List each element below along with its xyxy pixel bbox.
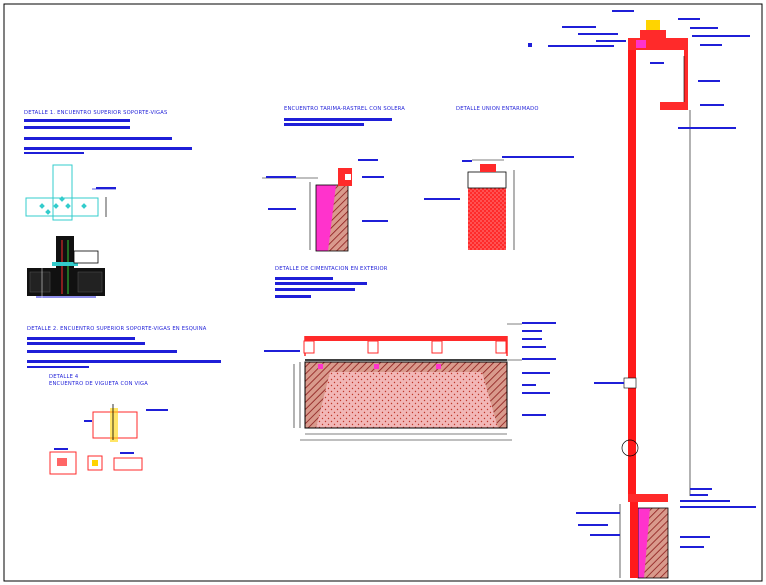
bolt-markers	[39, 196, 87, 215]
detail-foundation: DETALLE DE CIMENTACION EN EXTERIOR	[264, 266, 556, 441]
sheet-border	[3, 3, 763, 582]
detail-1: DETALLE 1. ENCUENTRO SUPERIOR SOPORTE-VI…	[24, 110, 192, 300]
detail-1-note-bar	[24, 119, 130, 122]
column-plan	[25, 164, 99, 221]
detail-4-subtitle: ENCUENTRO DE VIGUETA CON VIGA	[49, 381, 148, 387]
detail-2-note-bar	[27, 337, 135, 340]
detail-1-note-bar	[24, 147, 192, 150]
detail-1-note-bar	[24, 126, 130, 129]
detail-1-note-bar	[24, 137, 172, 140]
detail-entarimado: DETALLE UNION ENTARIMADO	[424, 106, 574, 250]
detail-4-title: DETALLE 4	[49, 374, 79, 380]
detail-2-note-bar	[27, 342, 145, 345]
detail-1-title: DETALLE 1. ENCUENTRO SUPERIOR SOPORTE-VI…	[24, 110, 167, 116]
detail-2-note-bar	[27, 360, 221, 363]
entarimado-title: DETALLE UNION ENTARIMADO	[456, 106, 539, 112]
detail-tarima: ENCUENTRO TARIMA-RASTREL CON SOLERA	[262, 106, 405, 252]
foundation-title: DETALLE DE CIMENTACION EN EXTERIOR	[275, 266, 388, 272]
tarima-title: ENCUENTRO TARIMA-RASTREL CON SOLERA	[284, 106, 405, 112]
detail-2-note-bar	[27, 366, 89, 368]
detail-2: DETALLE 2. ENCUENTRO SUPERIOR SOPORTE-VI…	[27, 326, 221, 368]
column-elevation	[27, 236, 105, 300]
detail-4: DETALLE 4 ENCUENTRO DE VIGUETA CON VIGA	[49, 374, 168, 475]
detail-1-note-bar	[24, 152, 84, 154]
detail-2-title: DETALLE 2. ENCUENTRO SUPERIOR SOPORTE-VI…	[27, 326, 207, 332]
wall-section	[528, 10, 756, 579]
detail-2-note-bar	[27, 350, 177, 353]
